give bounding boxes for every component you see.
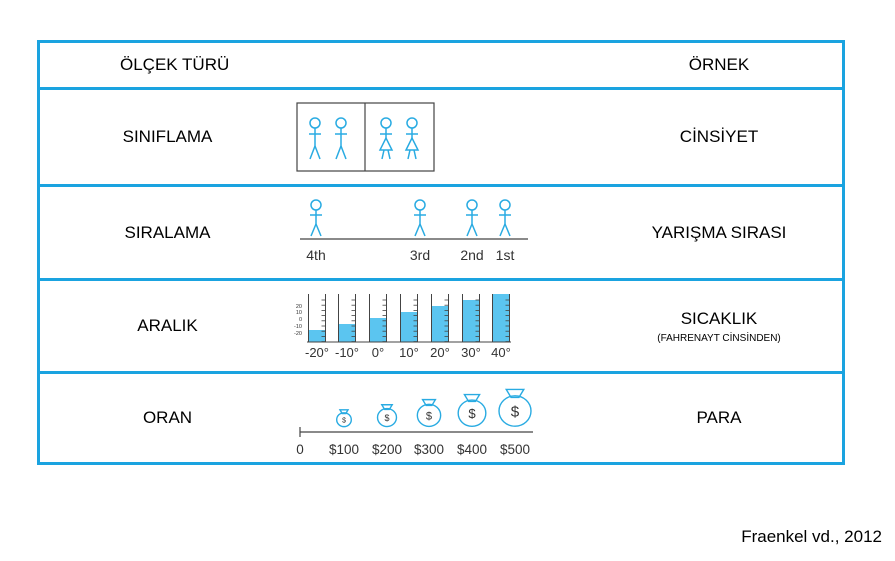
rank-figure: 4th 3rd 2nd 1st <box>300 199 528 263</box>
svg-text:$: $ <box>468 406 476 421</box>
example-label: CİNSİYET <box>679 127 759 146</box>
header-scale-type: ÖLÇEK TÜRÜ <box>120 55 230 74</box>
scale-tick: -10 <box>294 324 302 330</box>
temperature-fill <box>369 318 387 342</box>
runner-icon <box>499 199 511 237</box>
runner-icon <box>466 199 478 237</box>
rank-label: 3rd <box>410 247 430 263</box>
male-icon <box>335 117 347 160</box>
scale-tick: -20 <box>294 331 302 337</box>
rank-label: 1st <box>496 247 515 263</box>
money-bag-icon: $ <box>376 404 398 428</box>
example-name: YARIŞMA SIRASI <box>596 187 842 278</box>
example-label: PARA <box>696 408 742 427</box>
thermometer-figure: 20 10 0 -10 -20 -20° -10° 0° 10° 20° 30°… <box>294 294 511 360</box>
row-interval: ARALIK 20 10 0 -10 -20 -20° -10° 0° 10° … <box>40 278 842 371</box>
temperature-fill <box>338 324 356 342</box>
scale-tick: 0 <box>299 317 302 323</box>
money-bag-icon: $ <box>336 409 352 428</box>
scale-tick: 10 <box>296 310 302 316</box>
temperature-fill <box>492 294 510 342</box>
scale-name: ARALIK <box>137 316 198 335</box>
scale-types-table: ÖLÇEK TÜRÜ ÖRNEK SINIFLAMA <box>37 40 845 465</box>
row-ratio: ORAN $ $ $ $ $ 0 $100 $200 $300 $400 $500 PA… <box>40 371 842 462</box>
scale-name: ORAN <box>142 408 193 427</box>
svg-text:$: $ <box>342 417 346 424</box>
svg-text:$: $ <box>385 413 390 423</box>
thermo-label: 10° <box>399 345 419 360</box>
svg-text:$: $ <box>511 404 520 421</box>
money-figure: $ $ $ $ $ 0 $100 $200 $300 $400 $500 <box>296 388 533 457</box>
female-icon <box>378 117 394 160</box>
scale-name: SIRALAMA <box>124 222 211 242</box>
header-row: ÖLÇEK TÜRÜ ÖRNEK <box>40 43 842 87</box>
money-label: $200 <box>372 442 402 457</box>
example-label: YARIŞMA SIRASI <box>651 222 787 242</box>
thermo-label: 30° <box>461 345 481 360</box>
thermo-label: 20° <box>430 345 450 360</box>
runner-icon <box>310 199 322 237</box>
thermo-label: -10° <box>335 345 359 360</box>
money-label: 0 <box>296 442 304 457</box>
temperature-fill <box>400 312 418 342</box>
temperature-fill <box>308 330 326 342</box>
male-icon <box>309 117 321 160</box>
header-example: ÖRNEK <box>688 55 750 74</box>
money-label: $500 <box>500 442 530 457</box>
rank-label: 2nd <box>460 247 483 263</box>
row-nominal: SINIFLAMA <box>40 87 842 184</box>
temperature-fill <box>462 300 480 342</box>
money-label: $300 <box>414 442 444 457</box>
thermo-label: 40° <box>491 345 511 360</box>
svg-text:$: $ <box>426 410 432 422</box>
scale-name: SINIFLAMA <box>122 127 213 146</box>
money-bag-icon: $ <box>457 393 487 428</box>
example-name: PARA <box>596 374 842 462</box>
money-label: $100 <box>329 442 359 457</box>
example-name: SICAKLIK (FAHRENAYT CİNSİNDEN) <box>596 281 842 371</box>
example-name: CİNSİYET <box>596 90 842 184</box>
thermo-label: -20° <box>305 345 329 360</box>
female-icon <box>404 117 420 160</box>
money-bag-icon: $ <box>498 388 532 427</box>
rank-label: 4th <box>306 247 325 263</box>
gender-figure <box>296 102 435 172</box>
thermo-label: 0° <box>372 345 384 360</box>
runner-icon <box>414 199 426 237</box>
example-label: SICAKLIK <box>680 308 758 328</box>
row-ordinal: SIRALAMA 4th 3rd 2nd 1st YARIŞMA SIRASI <box>40 184 842 278</box>
scale-tick: 20 <box>296 304 302 310</box>
money-bag-icon: $ <box>416 398 442 428</box>
source-credit: Fraenkel vd., 2012 <box>741 527 882 546</box>
money-label: $400 <box>457 442 487 457</box>
temperature-fill <box>431 306 449 342</box>
example-sublabel: (FAHRENAYT CİNSİNDEN) <box>657 332 781 344</box>
